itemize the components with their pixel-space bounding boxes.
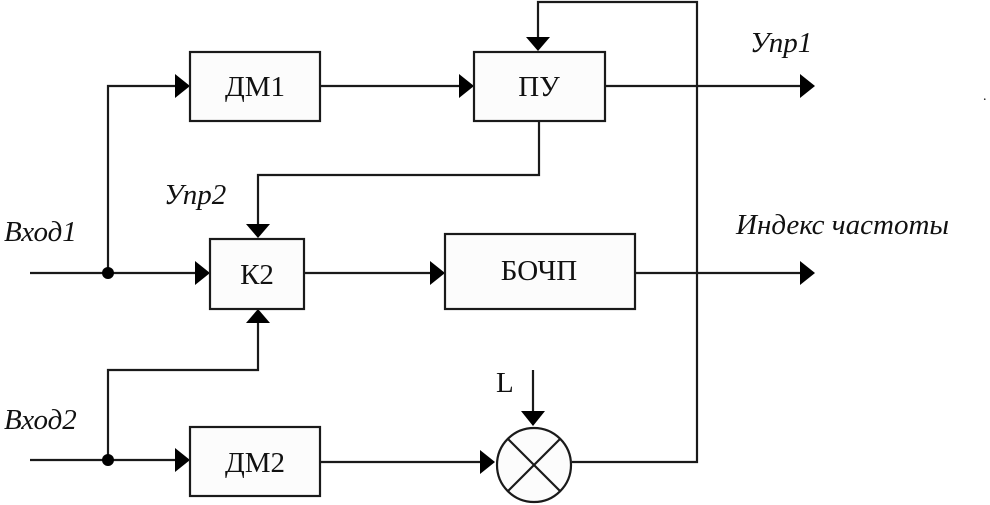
arrow-control1-out [800, 74, 815, 98]
block-pu: ПУ [472, 50, 607, 123]
arrow-into-k2-bottom [246, 309, 270, 323]
stray-dot: . [983, 89, 987, 104]
arrow-into-pu [459, 74, 474, 98]
block-dm2: ДМ2 [188, 425, 322, 498]
arrow-into-mixer-left [480, 450, 495, 474]
block-k2-label: К2 [240, 259, 274, 291]
arrow-into-k2-left [195, 261, 210, 285]
arrow-into-dm1 [175, 74, 190, 98]
label-l-input: L [496, 367, 514, 399]
block-bochp-label: БОЧП [501, 255, 578, 287]
wire-input1-to-dm1 [106, 84, 180, 273]
label-input2: Вход2 [4, 404, 77, 436]
junction-input2 [102, 454, 114, 466]
block-dm1-label: ДМ1 [225, 71, 285, 103]
label-freq-index: Индекс частоты [735, 209, 949, 241]
block-dm2-label: ДМ2 [225, 447, 285, 479]
wire-mixer-to-pu [536, 0, 699, 464]
wire-input2-to-k2 [106, 321, 260, 460]
block-pu-label: ПУ [518, 71, 560, 103]
wire-pu-to-k2 [256, 121, 541, 226]
arrowheads [175, 37, 815, 474]
arrow-into-k2-top [246, 224, 270, 238]
label-control2: Упр2 [164, 179, 226, 211]
arrow-into-bochp [430, 261, 445, 285]
junction-input1 [102, 267, 114, 279]
mixer-multiplier-icon [495, 426, 573, 504]
arrow-into-dm2 [175, 448, 190, 472]
label-control1: Упр1 [750, 27, 812, 59]
block-k2: К2 [208, 237, 306, 311]
arrow-freq-index-out [800, 261, 815, 285]
block-dm1: ДМ1 [188, 50, 322, 123]
arrow-into-pu-top [526, 37, 550, 51]
wires [30, 0, 802, 464]
block-bochp: БОЧП [443, 232, 637, 311]
label-input1: Вход1 [4, 216, 77, 248]
arrow-into-mixer-top [521, 411, 545, 426]
